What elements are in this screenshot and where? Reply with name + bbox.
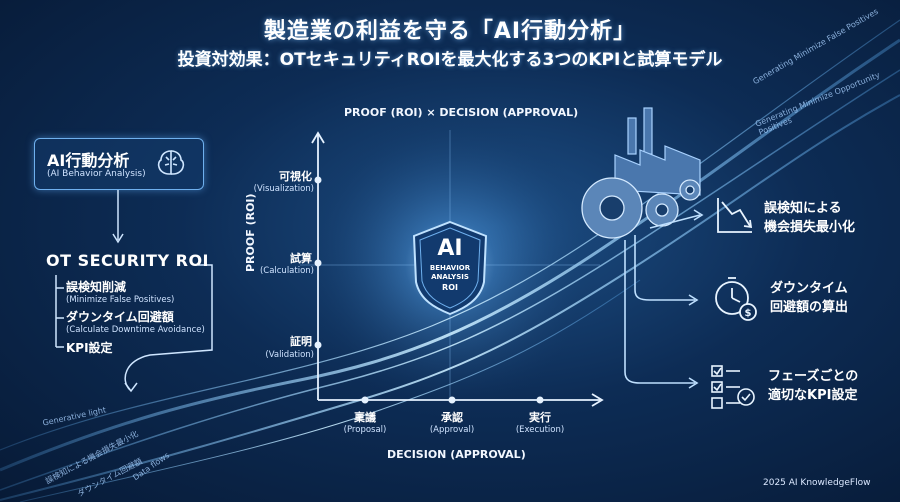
x-tick-proposal-sub: (Proposal) [343,425,387,435]
x-tick-proposal: 稟議 [354,411,376,424]
roi-item-downtime-sub: (Calculate Downtime Avoidance) [66,325,205,335]
right-item-3-line2: 適切なKPI設定 [768,388,858,403]
y-tick-calculation-sub: (Calculation) [259,266,314,276]
checklist-icon [711,365,755,409]
y-tick-validation: 証明 [290,335,312,348]
x-tick-approval-sub: (Approval) [429,425,475,435]
right-item-false-positive-loss: 誤検知による 機会損失最小化 [764,199,855,237]
roi-item-false-positives-sub: (Minimize False Positives) [66,295,175,305]
stopwatch-dollar-icon [715,277,757,321]
x-tick-approval: 承認 [441,411,463,424]
x-tick-execution-sub: (Execution) [515,425,565,435]
brain-icon [157,150,185,175]
badge-behavior-text: BEHAVIOR [429,264,471,272]
roi-item-kpi: KPI設定 [66,341,113,355]
right-item-downtime-calc: ダウンタイム 回避額の算出 [770,279,848,317]
ai-card-title: AI行動分析 [47,151,130,170]
x-tick-dot-3 [536,396,544,404]
ot-security-roi-title: OT SECURITY ROI [46,251,209,270]
x-tick-dot-1 [361,396,369,404]
badge-analysis-text: ANALYSIS [431,273,469,281]
y-tick-dot-3 [314,341,322,349]
ai-roi-shield-badge [412,220,488,316]
right-item-2-line2: 回避額の算出 [770,300,849,315]
badge-roi-text: ROI [442,283,458,292]
right-item-3-line1: フェーズごとの [768,369,859,384]
y-axis-arrow [311,131,325,144]
page-title: 製造業の利益を守る「AI行動分析」 [263,19,637,44]
declining-chart-icon [717,198,753,233]
page-subtitle: 投資対効果：OTセキュリティROIを最大化する3つのKPIと試算モデル [177,50,723,70]
chart-top-label: PROOF (ROI) × DECISION (APPROVAL) [344,106,579,119]
ai-card-subtitle: (AI Behavior Analysis) [47,169,146,179]
y-tick-validation-sub: (Validation) [265,350,314,360]
right-item-kpi-setting: フェーズごとの 適切なKPI設定 [768,367,858,405]
badge-ai-text: AI [437,236,463,261]
factory-icon [614,107,701,196]
y-tick-dot-2 [314,259,322,267]
x-tick-execution: 実行 [529,411,551,424]
roi-item-downtime: ダウンタイム回避額 [66,310,174,324]
roi-item-false-positives: 誤検知削減 [66,280,127,294]
x-tick-dot-2 [448,396,456,404]
dollar-glyph: $ [745,308,752,319]
footer-credit: 2025 AI KnowledgeFlow [763,478,871,488]
y-tick-dot-1 [314,176,322,184]
right-item-1-line2: 機会損失最小化 [764,220,856,235]
ai-behavior-card: AI行動分析 (AI Behavior Analysis) [34,138,204,190]
y-tick-visualization: 可視化 [279,170,312,183]
right-item-2-line1: ダウンタイム [770,281,848,296]
light-waves-bottom-left [0,19,900,502]
right-connectors [624,209,704,389]
x-axis-label: DECISION (APPROVAL) [387,448,526,461]
gears-icon [581,177,701,239]
right-item-1-line1: 誤検知による [764,201,842,216]
y-tick-calculation: 試算 [290,252,312,265]
x-axis-arrow [591,393,604,407]
y-tick-visualization-sub: (Visualization) [253,184,314,194]
